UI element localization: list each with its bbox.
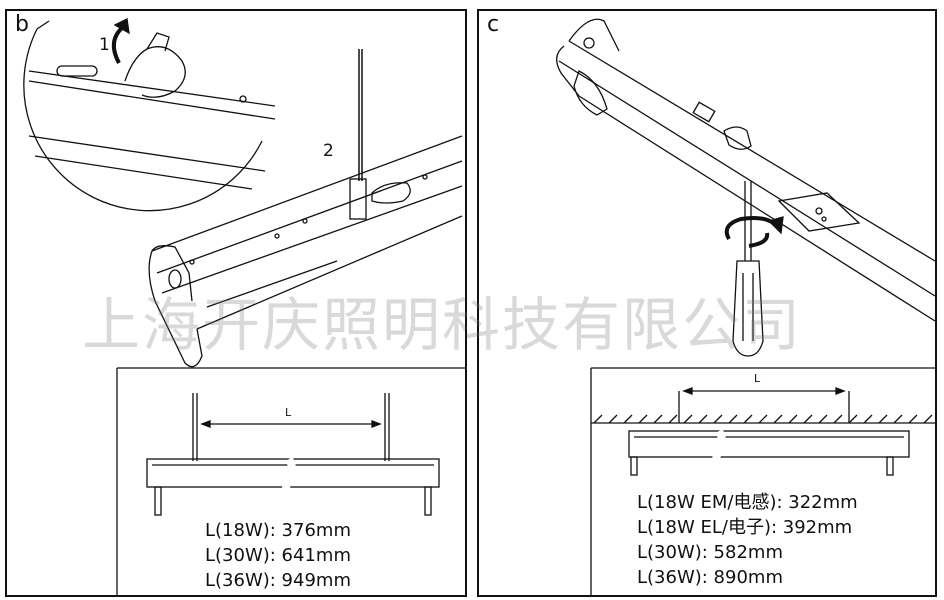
panel-b-illustration (23, 18, 465, 595)
panel-b: b (5, 9, 467, 597)
fixture-body-c (556, 18, 935, 322)
dimension-label-b: L (285, 406, 292, 419)
step-2-label: 2 (323, 141, 334, 161)
panel-letter-b: b (15, 12, 29, 37)
spec-list-c: L(18W EM/电感): 322mm L(18W EL/电子): 392mm … (637, 490, 858, 590)
panel-letter-c: c (487, 12, 500, 37)
spec-line: L(18W EL/电子): 392mm (637, 517, 853, 538)
panel-c: c (477, 9, 937, 597)
spec-line: L(30W): 641mm (205, 545, 351, 566)
dimension-label-c: L (754, 372, 761, 385)
mounting-diagram-b (116, 367, 465, 595)
rotate-arrow-icon (111, 25, 125, 64)
spec-list-b: L(18W): 376mm L(30W): 641mm L(36W): 949m… (205, 518, 351, 593)
spec-line: L(18W): 376mm (205, 520, 351, 541)
spec-line: L(30W): 582mm (637, 542, 783, 563)
panel-c-illustration (556, 18, 935, 595)
mounting-diagram-c (590, 367, 935, 595)
screwdriver (732, 181, 764, 357)
fixture-body-b (148, 135, 463, 368)
spec-line: L(36W): 890mm (637, 567, 783, 588)
spec-line: L(36W): 949mm (205, 570, 351, 591)
magnified-detail-inset (23, 20, 276, 212)
step-1-label: 1 (99, 35, 110, 55)
spec-line: L(18W EM/电感): 322mm (637, 492, 858, 513)
